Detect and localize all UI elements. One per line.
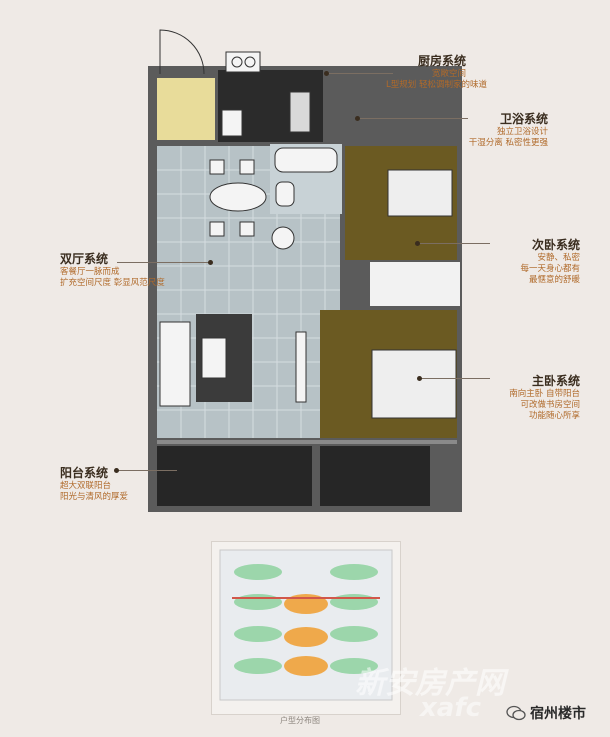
- bath-title: 卫浴系统: [499, 112, 548, 126]
- basin: [271, 226, 295, 250]
- balcony-leader: [117, 470, 177, 471]
- second-bedroom-leader: [418, 243, 490, 244]
- living-line-2: 扩充空间尺度 彰显风范尺度: [60, 278, 165, 288]
- fridge: [221, 109, 243, 137]
- second-bedroom-wardrobe: [370, 262, 460, 306]
- dining-table: [209, 182, 267, 212]
- second-bedroom-line-3: 最惬意的舒暖: [528, 275, 580, 285]
- kitchen-line-1: 宽敞空间: [431, 69, 466, 79]
- tv-stand: [295, 331, 307, 403]
- living-dot: [208, 260, 213, 265]
- bathtub: [274, 147, 338, 173]
- bath-leader: [358, 118, 468, 119]
- toilet: [275, 181, 295, 207]
- callout-bath: 卫浴系统 独立卫浴设计 干湿分离 私密性更强: [460, 110, 548, 149]
- callout-balcony: 阳台系统 超大双联阳台 阳光与清风的厚爱: [60, 464, 128, 503]
- balcony-rail: [157, 440, 457, 444]
- dining-chair-1: [209, 159, 225, 175]
- living-line-1: 客餐厅一脉而成: [60, 267, 120, 277]
- sink: [289, 91, 311, 133]
- watermark-domain: xafc: [420, 693, 482, 723]
- master-bedroom-leader: [420, 378, 490, 379]
- balcony-dot: [114, 468, 119, 473]
- account-name: 宿州楼市: [530, 706, 586, 722]
- master-bedroom-line-2: 可改做书房空间: [520, 400, 580, 410]
- kitchen-leader: [327, 73, 393, 74]
- kitchen-line-2: L型规划 轻松调制家的味道: [386, 80, 487, 90]
- dining-chair-2: [239, 159, 255, 175]
- dining-chair-4: [239, 221, 255, 237]
- sofa-left: [159, 321, 191, 407]
- master-bed: [371, 349, 457, 419]
- kitchen-title: 厨房系统: [417, 54, 466, 68]
- balcony-right-floor: [320, 446, 430, 506]
- callout-living: 双厅系统 客餐厅一脉而成 扩充空间尺度 彰显风范尺度: [60, 250, 165, 289]
- kitchen-tiles: [157, 78, 215, 140]
- site-map-drawing: [219, 549, 393, 701]
- callout-master-bedroom: 主卧系统 南向主卧 自带阳台 可改做书房空间 功能随心所享: [488, 372, 580, 422]
- callout-second-bedroom: 次卧系统 安静、私密 每一天身心都有 最惬意的舒暖: [490, 236, 580, 286]
- site-distribution-map: [211, 541, 401, 715]
- kitchen-dot: [324, 71, 329, 76]
- watermark-logo: 新安房产网: [355, 666, 505, 701]
- master-bedroom-line-3: 功能随心所享: [528, 411, 580, 421]
- burner-left: [231, 56, 243, 68]
- balcony-title: 阳台系统: [60, 466, 109, 480]
- second-bed: [387, 169, 453, 217]
- entry-door: [159, 29, 205, 75]
- site-map-caption: 户型分布图: [280, 716, 320, 725]
- balcony-line-2: 阳光与清风的厚爱: [60, 492, 129, 502]
- second-bedroom-title: 次卧系统: [531, 238, 580, 252]
- balcony-left-floor: [157, 446, 312, 506]
- living-leader: [117, 262, 211, 263]
- dining-chair-3: [209, 221, 225, 237]
- master-bedroom-dot: [417, 376, 422, 381]
- second-bedroom-line-2: 每一天身心都有: [520, 264, 580, 274]
- bath-dot: [355, 116, 360, 121]
- bath-line-2: 干湿分离 私密性更强: [468, 138, 548, 148]
- second-bedroom-line-1: 安静、私密: [537, 253, 580, 263]
- wechat-icon: [506, 705, 526, 721]
- second-bedroom-dot: [415, 241, 420, 246]
- master-bedroom-line-1: 南向主卧 自带阳台: [509, 389, 580, 399]
- bath-line-1: 独立卫浴设计: [496, 127, 548, 137]
- coffee-table: [201, 337, 227, 379]
- living-title: 双厅系统: [60, 252, 109, 266]
- callout-kitchen: 厨房系统 宽敞空间 L型规划 轻松调制家的味道: [386, 52, 487, 91]
- account-badge: 宿州楼市: [506, 703, 586, 723]
- balcony-line-1: 超大双联阳台: [60, 481, 112, 491]
- burner-right: [244, 56, 256, 68]
- master-bedroom-title: 主卧系统: [531, 374, 580, 388]
